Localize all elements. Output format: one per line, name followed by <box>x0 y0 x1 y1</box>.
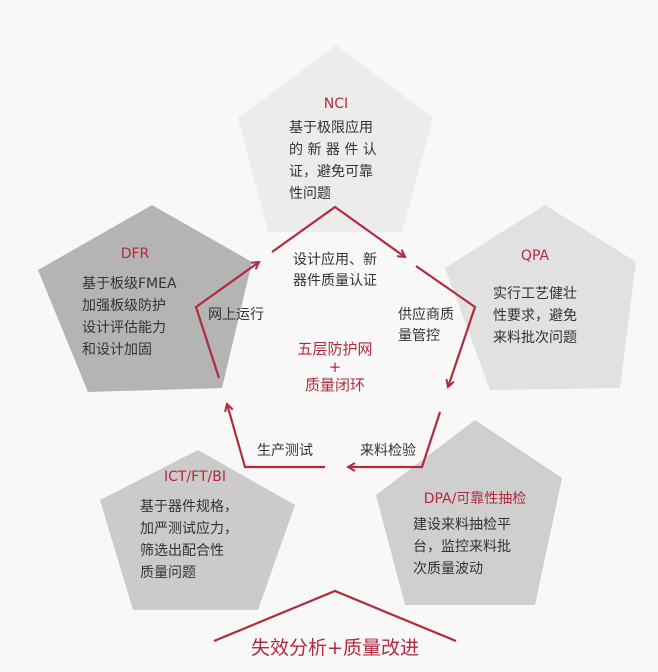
arrow-2 <box>415 265 477 387</box>
nci-text: 基于极限应用的 新 器 件 认证，避免可靠性问题 <box>289 120 377 202</box>
cycle-arrows <box>194 205 477 643</box>
arrow-5 <box>194 262 259 379</box>
ict-text: 基于器件规格，加严测试应力，筛选出配合性质量问题 <box>140 499 238 581</box>
step-incoming-inspection: 来料检验 <box>360 443 416 459</box>
nci-title: NCI <box>323 96 349 112</box>
arrow-3 <box>348 411 442 467</box>
pentagon-ict <box>100 450 295 610</box>
dpa-text: 建设来料抽检平台，监控来料批次质量波动 <box>413 517 511 577</box>
pentagon-dfr <box>38 205 252 392</box>
pentagon-qpa <box>445 205 636 390</box>
step-field-operation: 网上运行 <box>208 307 264 323</box>
dpa-title: DPA/可靠性抽检 <box>423 491 527 507</box>
footer-title: 失效分析+质量改进 <box>251 637 419 659</box>
ict-title: ICT/FT/BI <box>164 469 226 485</box>
step-supplier-control: 供应商质量管控 <box>398 307 454 344</box>
step-production-test: 生产测试 <box>257 443 313 459</box>
arrow-4 <box>227 404 325 469</box>
qpa-text: 实行工艺健壮性要求，避免来料批次问题 <box>493 286 577 346</box>
qpa-title: QPA <box>520 248 550 264</box>
arrow-1 <box>271 205 405 257</box>
dfr-title: DFR <box>120 246 150 262</box>
pentagon-nci <box>238 45 433 232</box>
center-title: 五层防护网+质量闭环 <box>297 340 373 394</box>
roof-line <box>213 589 457 643</box>
step-design-certification: 设计应用、新器件质量认证 <box>293 252 377 289</box>
